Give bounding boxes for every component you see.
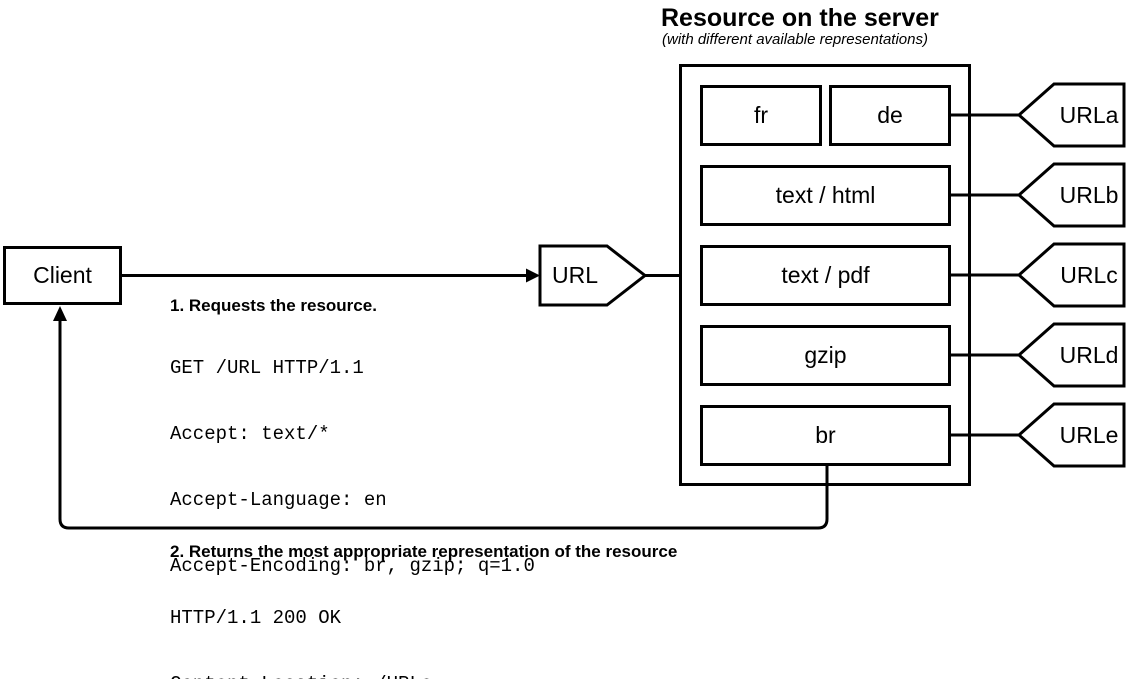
representation-box-de: de bbox=[829, 85, 951, 146]
request-code-line: Accept-Language: en bbox=[170, 489, 387, 511]
url-tag-label-urld: URLd bbox=[1059, 341, 1119, 368]
url-tag-label-urla: URLa bbox=[1059, 101, 1119, 128]
client-box: Client bbox=[3, 246, 122, 305]
response-code-line: Content-Location: /URLe bbox=[170, 673, 432, 679]
response-code-line: HTTP/1.1 200 OK bbox=[170, 607, 342, 629]
request-code-line: Accept-Encoding: br, gzip; q=1.0 bbox=[170, 555, 535, 577]
representation-box-gzip: gzip bbox=[700, 325, 951, 386]
representation-label: de bbox=[877, 102, 903, 128]
return-arrowhead bbox=[53, 306, 67, 321]
url-node-label: URL bbox=[551, 262, 598, 288]
representation-label: text / pdf bbox=[781, 262, 870, 288]
request-code-line: GET /URL HTTP/1.1 bbox=[170, 357, 364, 379]
representation-label: text / html bbox=[775, 182, 876, 208]
request-arrowhead bbox=[526, 268, 540, 283]
page-title: Resource on the server bbox=[661, 4, 939, 32]
request-step-label: 1. Requests the resource. bbox=[170, 296, 377, 315]
representation-label: br bbox=[815, 422, 836, 448]
url-tag-label-urlb: URLb bbox=[1059, 181, 1119, 208]
representation-box-br: br bbox=[700, 405, 951, 466]
url-tag-label-urlc: URLc bbox=[1060, 261, 1118, 288]
representation-box-text-pdf: text / pdf bbox=[700, 245, 951, 306]
page-subtitle: (with different available representation… bbox=[662, 31, 928, 48]
client-label: Client bbox=[33, 262, 92, 288]
representation-box-fr: fr bbox=[700, 85, 822, 146]
representation-label: gzip bbox=[804, 342, 847, 368]
request-code-line: Accept: text/* bbox=[170, 423, 330, 445]
representation-label: fr bbox=[753, 102, 769, 128]
response-step-label: 2. Returns the most appropriate represen… bbox=[170, 542, 678, 561]
response-code-block: HTTP/1.1 200 OK Content-Location: /URLe … bbox=[170, 563, 432, 679]
representation-box-text-html: text / html bbox=[700, 165, 951, 226]
url-tag-label-urle: URLe bbox=[1059, 421, 1119, 448]
